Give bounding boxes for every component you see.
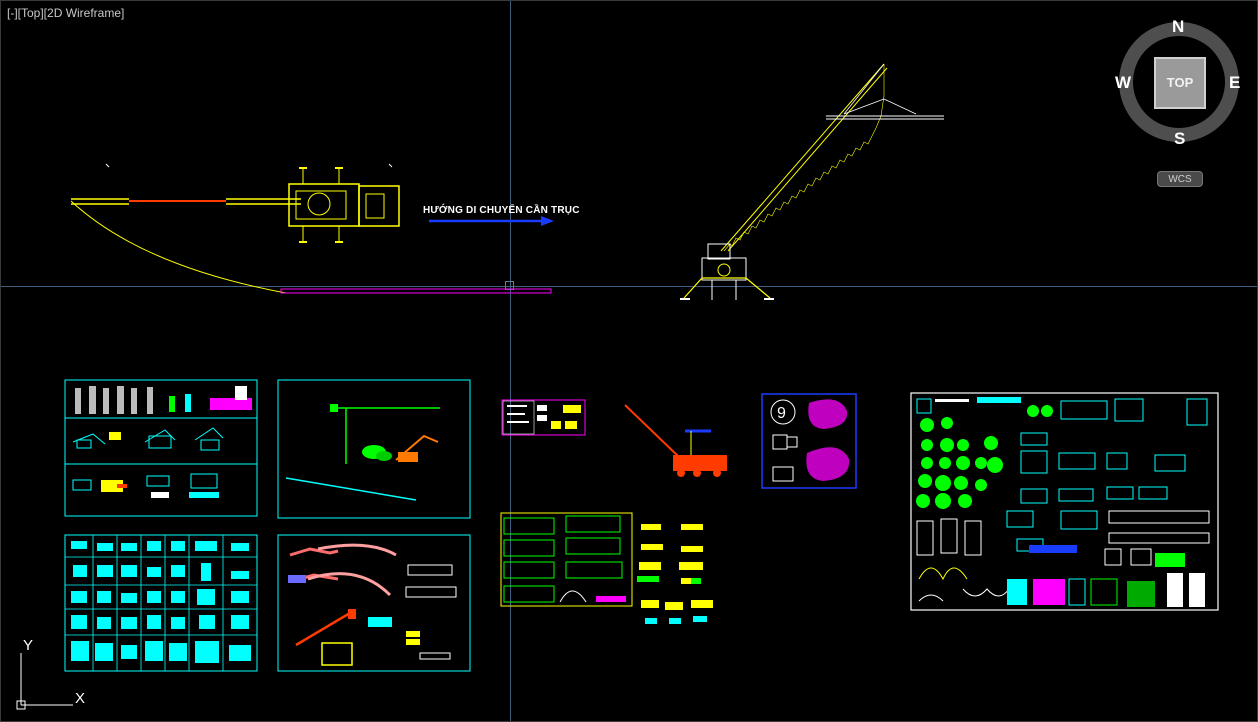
viewport-controls-label[interactable]: [-][Top][2D Wireframe] [7,6,124,20]
viewcube-top-face[interactable]: TOP [1166,75,1194,90]
crosshair-horizontal [1,286,1257,287]
block-sheet-truck-cranes[interactable] [277,534,472,673]
crosshair-vertical [510,1,511,721]
block-sheet-hatch-patterns[interactable]: 9 [761,393,859,491]
block-sheet-furniture-landscape[interactable] [910,392,1221,613]
svg-text:9: 9 [777,405,786,422]
compass-east[interactable]: E [1229,73,1241,92]
viewcube[interactable] [1113,16,1245,148]
crane-elevation-drawing[interactable] [676,56,956,306]
block-sheet-machinery-grid[interactable] [64,534,259,673]
block-red-crawler-crane[interactable] [621,401,731,481]
block-sheet-small-legend[interactable] [501,399,587,437]
compass-west[interactable]: W [1115,73,1132,92]
movement-arrow[interactable] [429,215,559,227]
movement-annotation[interactable]: HƯỚNG DI CHUYỂN CẦN TRỤC [423,205,580,216]
ucs-x-label: X [75,690,86,707]
block-small-equipment-set[interactable] [635,516,725,628]
compass-south[interactable]: S [1174,129,1186,148]
crane-plan-drawing[interactable] [61,156,552,306]
block-sheet-people-equipment[interactable] [64,379,259,518]
compass-north[interactable]: N [1172,17,1185,36]
ucs-y-label: Y [23,637,34,654]
ucs-icon [16,653,73,710]
block-sheet-excavator-grid[interactable] [500,512,634,608]
block-sheet-tower-crane[interactable] [277,379,472,519]
viewport-label-text[interactable]: [-][Top][2D Wireframe] [7,6,125,20]
wcs-menu-button[interactable]: WCS [1157,171,1203,187]
